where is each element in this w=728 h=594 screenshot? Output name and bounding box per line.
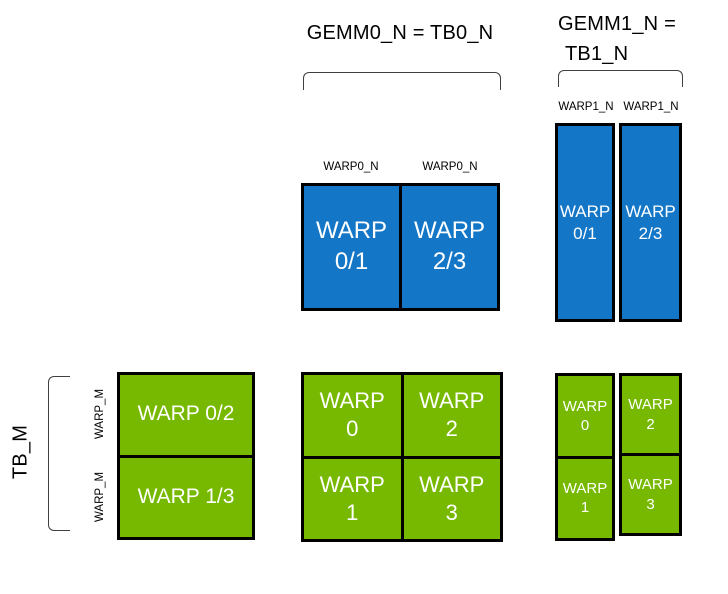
warp-tile-label: WARP <box>628 396 673 414</box>
gemm1-b-warp-tile-23: WARP 2/3 <box>622 126 679 319</box>
gemm0-acc-warp-tile-3: WARP 3 <box>403 458 500 539</box>
tb1-n-bracket <box>558 70 683 87</box>
gemm1-accumulator-warp-tiles-col1: WARP 2 WARP 3 <box>619 373 682 536</box>
gemm0-b-warp-tiles: WARP 0/1 WARP 2/3 <box>301 183 500 311</box>
a-operand-warp-tiles: WARP 0/2 WARP 1/3 <box>117 372 255 540</box>
warp-tile-label: WARP <box>625 201 676 221</box>
warp-tile-id: 0 <box>346 416 359 442</box>
gemm1-b-warp-tile-01: WARP 0/1 <box>558 126 612 319</box>
warp-tile-label: WARP <box>562 397 608 415</box>
warp-tile-label: WARP <box>413 217 486 245</box>
gemm0-b-warp-tile-01: WARP 0/1 <box>304 186 399 308</box>
gemm1-accumulator-warp-tiles-col0: WARP 0 WARP 1 <box>555 373 615 541</box>
warp-tile-id: 2 <box>646 415 655 433</box>
warp0-n-label-col1: WARP0_N <box>422 161 478 173</box>
tb-m-bracket <box>48 376 70 531</box>
gemm1-acc-warp-tile-0: WARP 0 <box>558 376 612 456</box>
warp-tile-id: 1 <box>580 499 590 517</box>
a-warp-tile-02: WARP 0/2 <box>120 375 252 455</box>
gemm0-acc-warp-tile-2: WARP 2 <box>403 375 500 456</box>
gemm0-b-warp-tile-23: WARP 2/3 <box>402 186 497 308</box>
gemm1-n-heading-line1: GEMM1_N = <box>558 13 676 35</box>
warp-tile-label: WARP 0/2 <box>137 402 235 426</box>
warp-m-label-row0: WARP_M <box>94 388 106 440</box>
tb0-n-bracket <box>303 72 501 90</box>
warp-tile-label: WARP <box>628 476 673 494</box>
warp-tile-label: WARP <box>419 471 485 497</box>
warp-tile-id: 0 <box>580 416 590 434</box>
warp-tile-id: 3 <box>445 499 458 525</box>
warp1-n-label-col1: WARP1_N <box>623 101 679 113</box>
a-warp-tile-13: WARP 1/3 <box>120 457 252 537</box>
gemm1-acc-warp-tile-3: WARP 3 <box>622 456 679 533</box>
gemm0-accumulator-warp-tiles: WARP 0 WARP 2 WARP 1 WARP 3 <box>301 372 503 542</box>
warp-tile-label: WARP <box>315 217 388 245</box>
warp-tile-label: WARP <box>419 388 485 414</box>
tb-m-heading: TB_M <box>9 424 32 480</box>
warp-tile-ids: 2/3 <box>638 223 663 243</box>
warp-tile-ids: 0/1 <box>334 248 369 275</box>
gemm1-n-heading-line2: TB1_N <box>565 43 629 65</box>
warp0-n-label-col0: WARP0_N <box>323 161 379 173</box>
warp-tile-ids: 2/3 <box>432 248 467 275</box>
gemm1-acc-warp-tile-2: WARP 2 <box>622 376 679 453</box>
warp-tile-id: 1 <box>346 499 359 525</box>
warp-tile-id: 3 <box>646 495 655 513</box>
gemm1-n-heading: GEMM1_N = TB1_N <box>558 9 676 69</box>
warp-tile-label: WARP <box>559 201 611 221</box>
gemm0-n-heading: GEMM0_N = TB0_N <box>306 22 494 44</box>
gemm1-b-warp-tiles-col0: WARP 0/1 <box>555 123 615 322</box>
warp1-n-label-col0: WARP1_N <box>558 101 614 113</box>
gemm1-acc-warp-tile-1: WARP 1 <box>558 458 612 538</box>
warp-tile-label: WARP <box>562 480 608 498</box>
warp-tile-label: WARP <box>319 388 385 414</box>
warp-tile-id: 2 <box>445 416 458 442</box>
gemm0-acc-warp-tile-0: WARP 0 <box>304 375 401 456</box>
warp-m-label-row1: WARP_M <box>94 471 106 523</box>
warp-tile-label: WARP <box>319 471 385 497</box>
warp-tile-ids: 0/1 <box>573 223 597 243</box>
gemm0-acc-warp-tile-1: WARP 1 <box>304 458 401 539</box>
gemm1-b-warp-tiles-col1: WARP 2/3 <box>619 123 682 322</box>
warp-tile-label: WARP 1/3 <box>137 484 235 508</box>
